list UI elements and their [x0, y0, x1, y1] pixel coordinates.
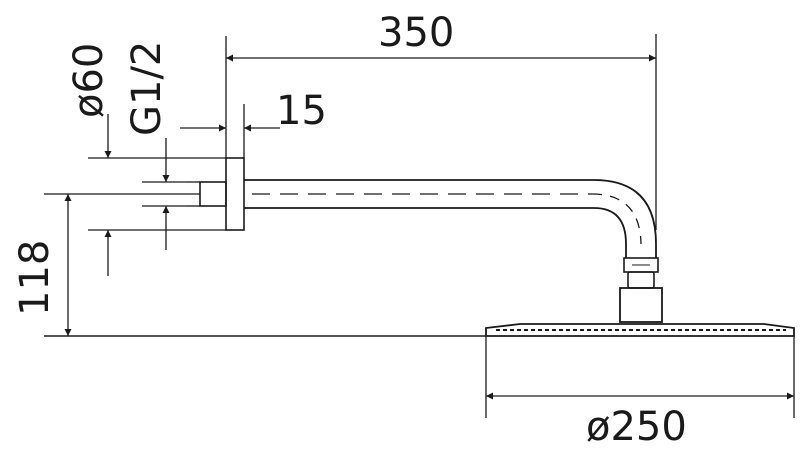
dimension-label-flange-diameter: ø60	[66, 43, 112, 118]
dimension-label-118: 118	[12, 240, 58, 316]
dimension-118: 118	[12, 194, 72, 336]
dimension-flange-diameter: ø60	[66, 43, 226, 276]
dimension-350: 350	[225, 10, 657, 230]
dimension-15: 15	[180, 88, 327, 158]
dimension-label-15: 15	[276, 88, 327, 134]
dimension-label-350: 350	[378, 10, 454, 56]
shower-arm	[244, 179, 657, 258]
dimension-thread: G1/2	[124, 41, 186, 250]
wall-flange	[186, 157, 245, 231]
dimension-label-head-diameter: ø250	[586, 404, 687, 450]
shower-head	[485, 323, 795, 337]
dimension-label-thread: G1/2	[124, 41, 170, 136]
dimension-head-diameter: ø250	[485, 336, 795, 450]
ball-joint	[619, 257, 663, 323]
